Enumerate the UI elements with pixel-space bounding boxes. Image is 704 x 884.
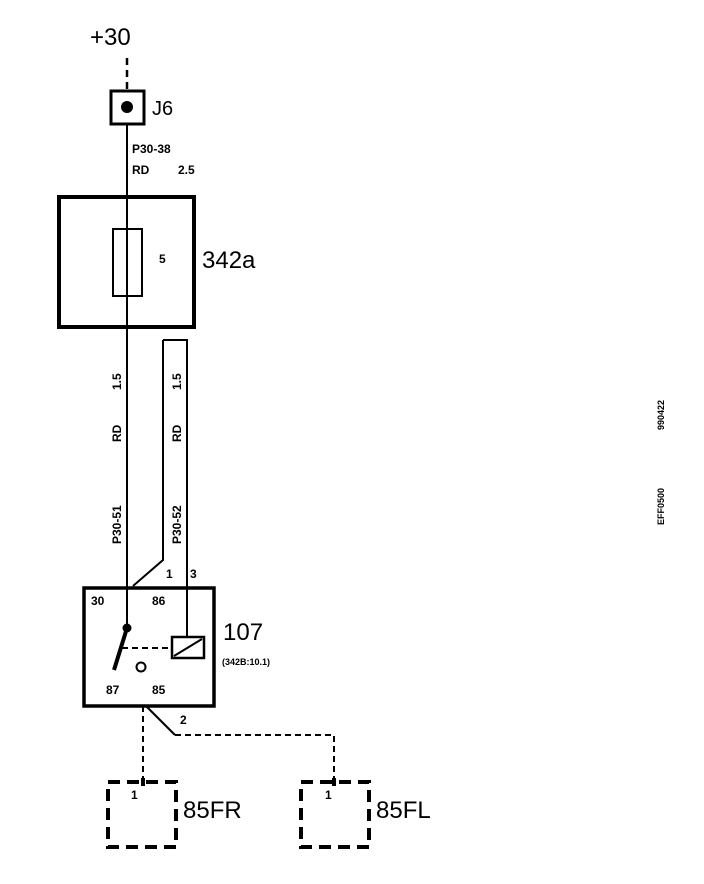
side-date-code: 990422: [656, 400, 666, 430]
junction-dot: [121, 101, 133, 113]
relay-pin-87: 87: [106, 683, 120, 697]
relay-conn-3: 3: [190, 567, 197, 581]
relay-box: [82, 586, 216, 708]
wire-left-color: RD: [110, 424, 124, 442]
fuse-box: [57, 195, 196, 329]
relay-conn-2-lead: [145, 705, 176, 736]
connector-85fl-pin: 1: [325, 788, 332, 802]
wire-top-color: RD: [132, 163, 150, 177]
relay-coil-diagonal: [173, 638, 203, 657]
fuse-box-label: 342a: [202, 247, 256, 274]
fuse-element: [112, 228, 143, 297]
wire-top-code: P30-38: [132, 142, 171, 156]
connector-85fr-label: 85FR: [183, 797, 242, 824]
wire-right-loop: [163, 339, 188, 630]
wire-right-color: RD: [170, 424, 184, 442]
relay-conn-2: 2: [180, 713, 187, 727]
wire-left-size: 1.5: [110, 373, 124, 390]
wire-top-size: 2.5: [178, 163, 195, 177]
relay-pin-86: 86: [152, 594, 166, 608]
wire-to-85fl: [175, 734, 335, 780]
connector-85fl-label: 85FL: [376, 797, 431, 824]
connector-85fl-box: [299, 780, 371, 849]
relay-pin-30: 30: [91, 594, 105, 608]
junction-label: J6: [152, 98, 173, 120]
wire-right-size: 1.5: [170, 373, 184, 390]
relay-ref: (342B:10.1): [222, 657, 270, 667]
connector-85fr-box: [106, 780, 178, 849]
relay-contact-87: [135, 661, 147, 673]
relay-conn-1: 1: [166, 567, 173, 581]
wire-right-left-edge: [132, 340, 164, 587]
wire-left-code: P30-51: [110, 505, 124, 544]
supply-label: +30: [90, 24, 131, 51]
relay-label: 107: [223, 619, 263, 646]
relay-switch-arm: [112, 627, 129, 671]
side-id-code: EFF0500: [656, 488, 666, 525]
relay-pin-85: 85: [152, 683, 166, 697]
fuse-number: 5: [159, 252, 166, 266]
wire-right-code: P30-52: [170, 505, 184, 544]
connector-85fr-pin: 1: [131, 788, 138, 802]
